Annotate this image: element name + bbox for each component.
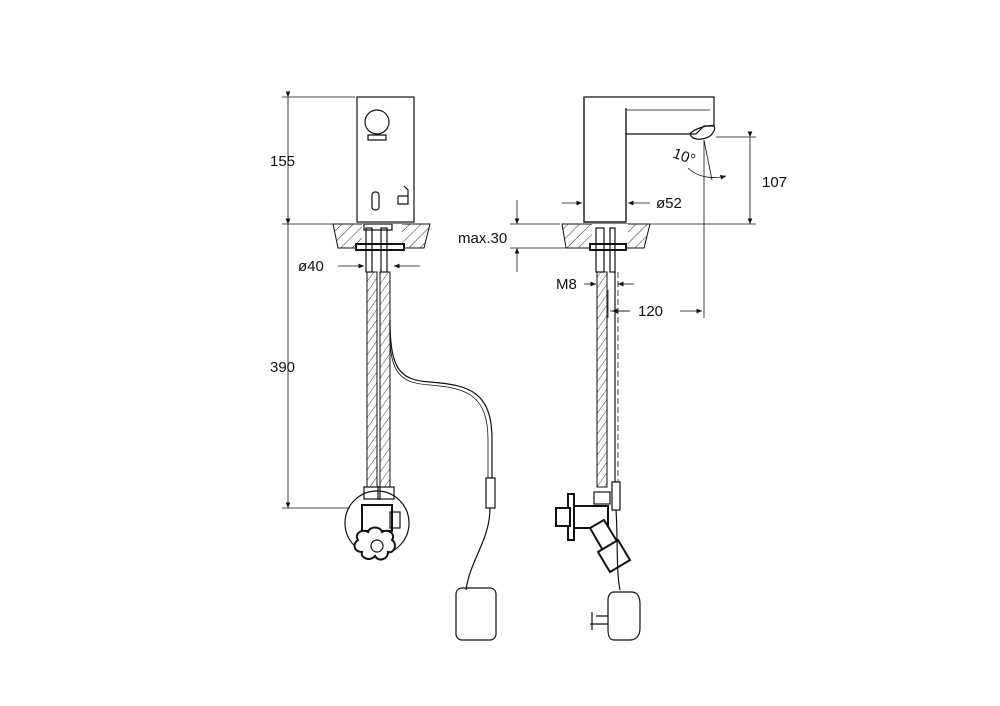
front-lever: [397, 185, 409, 205]
dim-diameter-body: ø52: [656, 195, 682, 212]
front-hose-right: [379, 271, 391, 488]
front-sensor-cable: [389, 319, 493, 478]
front-angle-valve: [344, 490, 410, 561]
front-dimensions: [282, 91, 420, 509]
dim-angle: 10°: [670, 145, 697, 169]
front-spout-circle: [364, 109, 390, 135]
front-sensor-window: [371, 191, 380, 211]
dim-reach: 120: [638, 303, 663, 320]
front-view: [332, 96, 497, 641]
dim-max-thickness: max.30: [458, 230, 507, 247]
side-angle-valve: [555, 493, 632, 574]
side-plug-pins: [590, 612, 608, 630]
side-dimensions: [510, 131, 756, 318]
side-hose: [596, 271, 608, 488]
side-view: [555, 96, 716, 641]
front-power-supply: [455, 587, 497, 641]
dim-height-below: 390: [270, 359, 295, 376]
dim-height-body: 155: [270, 153, 295, 170]
front-hose-left: [366, 271, 378, 488]
dim-diameter-base: ø40: [298, 258, 324, 275]
front-spout-base: [367, 134, 387, 141]
side-spout-outlet: [689, 124, 716, 140]
dim-thread: M8: [556, 276, 577, 293]
front-faucet-body: [356, 96, 415, 223]
side-power-supply: [607, 591, 641, 641]
dim-height-spout: 107: [762, 174, 787, 191]
front-base-plate: [355, 243, 405, 251]
